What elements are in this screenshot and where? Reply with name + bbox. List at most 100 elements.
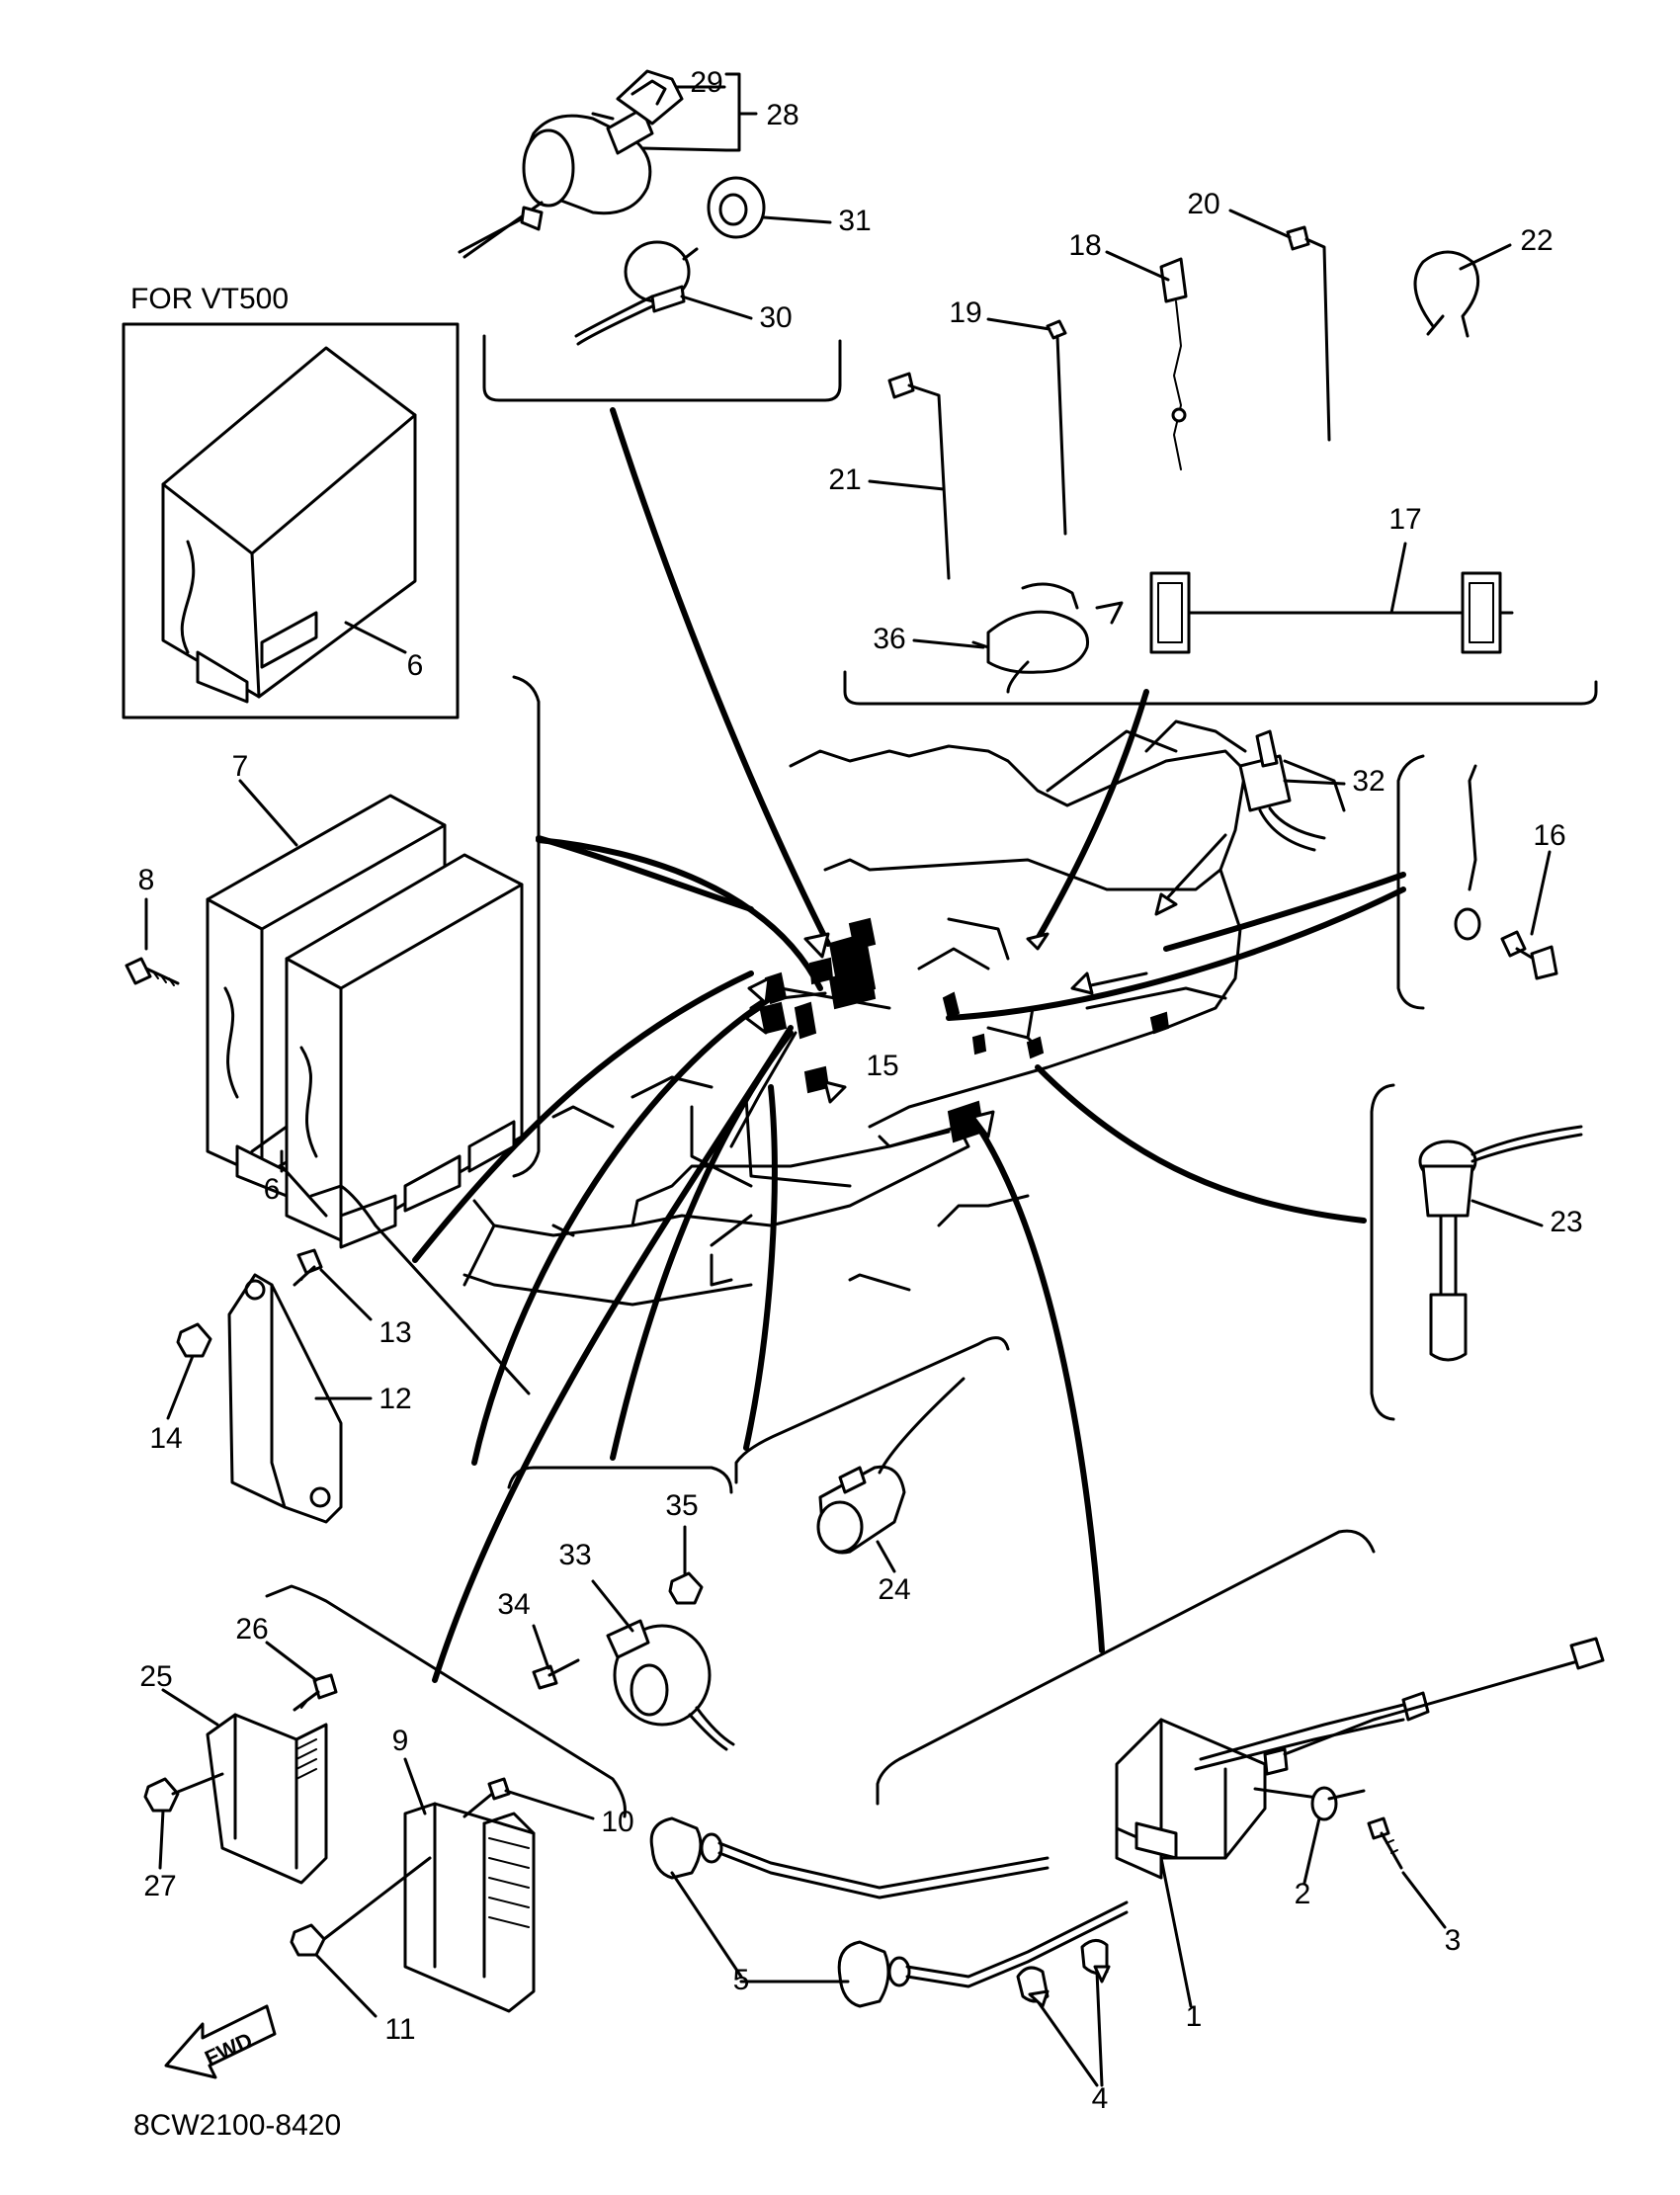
leader-21 [868, 479, 946, 491]
label-15: 15 [866, 1050, 898, 1082]
leader-7 [238, 779, 298, 847]
label-7: 7 [232, 750, 249, 783]
tie-21 [887, 372, 951, 580]
label-1: 1 [1186, 2000, 1203, 2033]
label-3: 3 [1445, 1924, 1462, 1957]
rectifier-9 [403, 1802, 536, 2013]
diagram-code: 8CW2100-8420 [133, 2109, 341, 2142]
label-25: 25 [139, 1660, 172, 1693]
leader-6b [280, 1149, 328, 1218]
leader-32 [1283, 779, 1346, 786]
label-27: 27 [143, 1870, 176, 1902]
harness-connectors [729, 917, 1170, 1188]
label-23: 23 [1550, 1206, 1582, 1238]
bracket-right-23 [1370, 1083, 1395, 1421]
vt500-inset: FOR VT500 [122, 283, 460, 719]
part-labels: 1 2 3 4 5 6 6 7 8 9 10 11 12 13 14 15 16… [138, 66, 1583, 2115]
label-10: 10 [601, 1806, 633, 1838]
vt500-label: FOR VT500 [130, 283, 289, 315]
fuel-sender-23 [1418, 1125, 1583, 1362]
label-18: 18 [1068, 229, 1101, 262]
leader-34 [532, 1624, 550, 1670]
label-14: 14 [149, 1422, 182, 1455]
ignition-coil-1 [1115, 1718, 1289, 1880]
leader-5 [670, 1871, 850, 1984]
label-29: 29 [690, 66, 722, 99]
leader-11a [322, 1856, 432, 1941]
wire-coil-to-top-b [1194, 1718, 1405, 1771]
bracket-centre-24 [734, 1336, 1010, 1484]
label-6-inset: 6 [407, 649, 424, 682]
leader-16 [1530, 850, 1552, 936]
label-13: 13 [378, 1316, 411, 1349]
bracket-top-left [482, 334, 842, 402]
label-21: 21 [828, 464, 861, 496]
terminal-coil-b [1569, 1637, 1605, 1670]
arrow-4a [1028, 1989, 1050, 2008]
label-16: 16 [1533, 819, 1565, 852]
label-8: 8 [138, 864, 155, 896]
leader-36 [912, 638, 985, 649]
leader-18 [1105, 250, 1170, 282]
leader-22 [1459, 243, 1512, 271]
label-26: 26 [235, 1613, 268, 1646]
band-18 [1159, 257, 1188, 470]
leader-33 [591, 1579, 634, 1633]
tie-20 [1286, 225, 1331, 442]
wire-6-to-center [536, 835, 754, 912]
label-6-main: 6 [264, 1173, 281, 1206]
label-2: 2 [1295, 1878, 1311, 1910]
label-36: 36 [873, 623, 905, 655]
bolt-34 [532, 1658, 580, 1690]
leader-3 [1401, 1871, 1447, 1929]
label-22: 22 [1520, 224, 1553, 257]
key [591, 69, 684, 126]
cdi-unit-6 [285, 853, 524, 1249]
leader-27 [158, 1809, 165, 1870]
label-30: 30 [759, 301, 792, 334]
wire-top-long [1283, 1658, 1583, 1756]
label-34: 34 [497, 1588, 530, 1621]
switch-32 [1238, 729, 1326, 852]
strap-17 [1149, 571, 1514, 654]
label-5: 5 [733, 1964, 750, 1996]
clip-22 [1413, 250, 1480, 338]
bracket-plate-12 [227, 1273, 343, 1524]
bracket-left-6-7 [512, 675, 541, 1178]
leader-6c [250, 1125, 289, 1153]
leader-30 [680, 295, 753, 320]
leader-24 [876, 1540, 896, 1573]
nut-35 [668, 1571, 704, 1605]
label-31: 31 [838, 205, 871, 237]
leader-23 [1470, 1199, 1544, 1227]
bracket-bottom-left [265, 1584, 627, 1818]
label-11: 11 [384, 2013, 415, 2046]
condenser-24 [816, 1377, 966, 1555]
leader-31 [762, 215, 832, 224]
bolt-13 [293, 1248, 323, 1287]
bracket-left-12 [309, 1184, 531, 1395]
leader-6a [344, 621, 407, 654]
label-24: 24 [878, 1573, 910, 1606]
nut-11 [290, 1923, 326, 1957]
leader-4a [1036, 1999, 1099, 2087]
ground-lead-16 [1454, 764, 1558, 980]
bolt-8 [125, 957, 180, 986]
bolt-3 [1367, 1816, 1403, 1870]
bracket-centre-33 [507, 1466, 733, 1494]
leader-11b [314, 1953, 378, 2018]
leader-20 [1228, 209, 1292, 239]
wire-coil-to-top [1199, 1703, 1405, 1761]
leader-9 [403, 1757, 427, 1815]
leader-1 [1159, 1856, 1193, 2008]
arrow-4b [1093, 1965, 1111, 1984]
leader-26 [265, 1641, 318, 1682]
grommet-2 [1310, 1786, 1366, 1821]
leader-13 [319, 1268, 373, 1321]
bolt-10 [462, 1777, 511, 1818]
leader-4b [1095, 1970, 1104, 2087]
bracket-right-16 [1396, 754, 1425, 1010]
arrow-heads [744, 892, 1178, 1139]
bracket-bottom-right [876, 1529, 1376, 1806]
